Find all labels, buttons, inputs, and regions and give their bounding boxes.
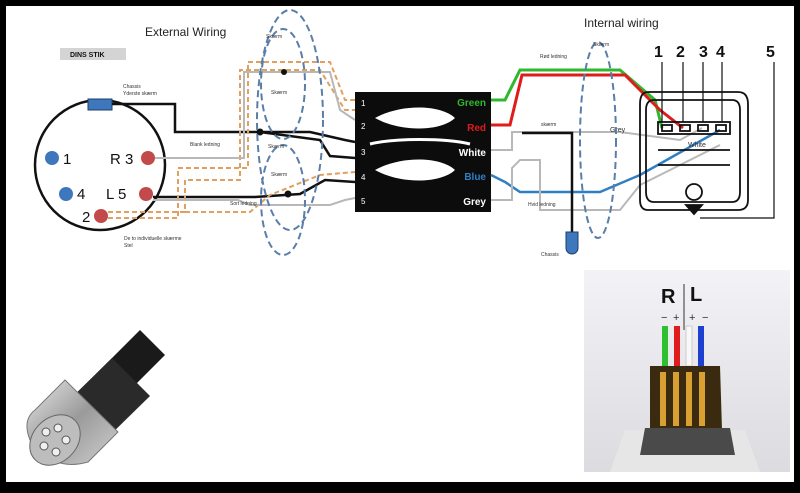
block-num-1: 1 [361,99,366,108]
external-wiring-title: External Wiring [145,25,226,39]
ground-label: Stel [124,243,133,249]
block-swoosh-1 [375,107,455,129]
block-color-white: White [459,148,487,159]
shield-ellipse-outer [256,9,324,231]
internal-wiring-title: Internal wiring [584,16,659,30]
plug-sign-3: + [689,312,695,324]
pin-1-label: 1 [63,151,71,168]
chassis-lug [565,231,579,255]
plug-r-label: R [661,286,676,308]
plug-sign-2: + [673,312,679,324]
shield-label-4: Skærm [268,144,284,150]
pin-4-dot [59,187,73,201]
shield-dot-2 [285,191,291,197]
black-wire-label: Sort ledning [230,201,257,207]
block-num-2: 2 [361,122,366,131]
shield-dot-1 [281,69,287,75]
blue-wire [490,128,721,194]
shield-ellipse-2 [260,144,306,256]
block-color-green: Green [457,98,486,109]
plug-l-label: L [690,284,702,306]
plug-wire-green [662,326,668,366]
block-color-blue: Blue [464,172,486,183]
red-wire [491,73,684,130]
grey-wire [491,144,721,211]
pin-2-dot [94,209,108,223]
shield-ellipse-1 [260,28,306,140]
conn-num-2: 2 [676,44,685,61]
white-wire-label: White [688,142,706,149]
shield-ellipse-internal [579,41,617,239]
shield-label-1: Skærm [266,34,282,40]
chassis-tab [87,98,113,111]
pin-1-dot [45,151,59,165]
conn-num-3: 3 [699,44,708,61]
individual-shields-label: De to individuelle skærme [124,236,182,242]
conn-5-lead [700,62,775,219]
bare-wire-label: Blank ledning [190,142,220,148]
plug-collar [640,428,735,455]
pin-3-dot [141,151,155,165]
chassis-label: Chassis [123,84,141,90]
orange-shield-wire-2 [108,61,355,219]
block-swoosh-2 [375,159,455,181]
plug-wire-red [674,326,680,366]
orange-shield-wire-3 [185,171,356,213]
shield-label-3: Skærm [271,172,287,178]
block-num-5: 5 [361,197,366,206]
block-num-4: 4 [361,173,366,182]
plug-wire-white [685,325,693,367]
pin-4-label: 4 [77,186,85,203]
conn-num-1: 1 [654,44,663,61]
pin-5-dot [139,187,153,201]
conn-num-5: 5 [766,44,775,61]
block-num-3: 3 [361,148,366,157]
shield-label-2: Skærm [271,90,287,96]
inner-shield-wire [522,131,574,252]
block-color-red: Red [467,123,486,134]
din-plug-illustration [26,330,165,466]
orange-shield-wire-1 [108,69,355,213]
conn-num-4: 4 [716,44,725,61]
plug-sign-1: − [661,312,667,324]
black-wire [153,178,356,199]
outer-shield-label: Yderste skærm [123,91,157,97]
red-wire-label: Rød ledning [540,54,567,60]
plug-wire-blue [698,326,704,366]
pin-r3-label: R 3 [110,151,133,168]
pin-l5-label: L 5 [106,186,126,203]
internal-socket-drawing [639,91,749,216]
block-swoosh-3 [369,138,471,146]
block-color-grey: Grey [463,197,486,208]
plug-sign-4: − [702,312,708,324]
junction-1 [256,128,264,136]
shield-label-5: Skærm [593,42,609,48]
din-header-box [60,48,126,60]
chassis-label-internal: Chassis [541,252,559,258]
grey-wire-label: Grey [610,127,626,134]
din-header: DINS STIK [70,52,105,59]
pin-2-label: 2 [82,209,90,226]
inner-shield-label: skærm [541,122,556,128]
bare-wire-bottom [153,197,356,206]
white-lead-label: Hvid ledning [528,202,556,208]
